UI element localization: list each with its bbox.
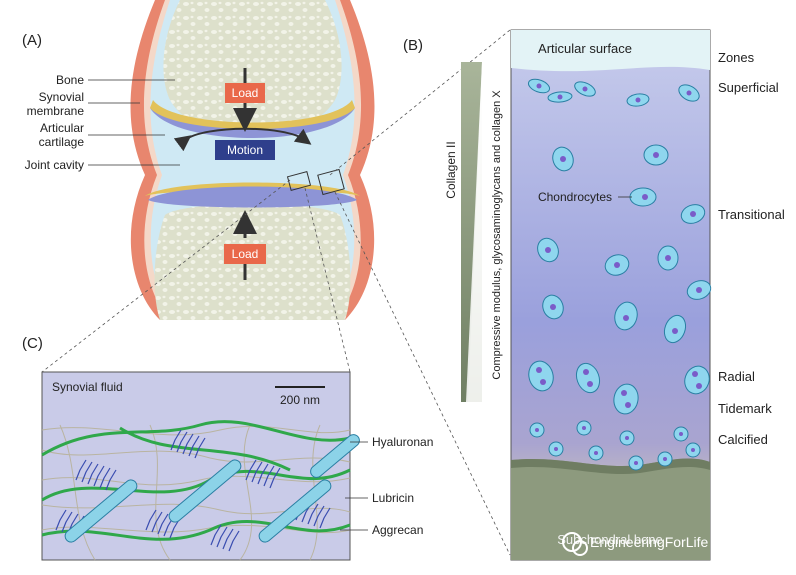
compressive-modulus-label: Compressive modulus, glycosaminoglycans … [491,90,503,380]
cartilage-label-1: Articular [40,121,84,135]
subchondral-bone-label: Subchondral bone [557,532,663,547]
collagen-ii-label: Collagen II [444,141,458,198]
zoom-box-small [286,171,312,191]
zones-header: Zones [718,50,755,65]
superficial-zone-label: Superficial [718,80,779,95]
collagen-gradient [461,62,482,402]
lubricin-label: Lubricin [372,491,414,505]
zoom-connectors [41,29,511,556]
motion-label: Motion [227,143,263,157]
watermark: EngineeringForLife [562,532,709,556]
transitional-zone-label: Transitional [718,207,785,222]
chondrocyte-cells [527,78,712,471]
calcified-zone-label: Calcified [718,432,768,447]
panel-b-label: (B) [403,37,423,54]
load-top-box [225,83,265,103]
lubricin-rods [64,434,360,543]
joint-diagram: Load Motion Load [88,0,375,320]
synovial-label-2: membrane [27,104,85,118]
lower-cartilage [148,186,357,208]
zoom-box-large [317,168,345,196]
radial-zone-label: Radial [718,369,755,384]
cartilage-zone-block [510,29,711,561]
motion-arrow [173,127,312,152]
bone-label: Bone [56,73,84,87]
joint-cavity-label: Joint cavity [25,158,84,172]
synovial-fluid-title: Synovial fluid [52,380,123,394]
upper-bone [163,0,342,132]
panel-a-label: (A) [22,32,42,49]
articular-surface-label: Articular surface [538,41,632,56]
scale-bar-label: 200 nm [280,393,320,407]
hyaluronan-label: Hyaluronan [372,435,433,449]
cartilage-label-2: cartilage [39,135,85,149]
synovial-label-1: Synovial [39,90,84,104]
panel-c-label: (C) [22,335,43,352]
aggrecan-label: Aggrecan [372,523,423,537]
load-bottom-box [224,244,266,264]
load-top-label: Load [232,86,259,100]
watermark-text: EngineeringForLife [590,534,709,550]
chondrocytes-label: Chondrocytes [538,190,612,204]
synovial-fluid-panel [41,371,360,561]
load-bottom-label: Load [232,247,259,261]
tidemark-label: Tidemark [718,401,772,416]
motion-box [215,140,275,160]
